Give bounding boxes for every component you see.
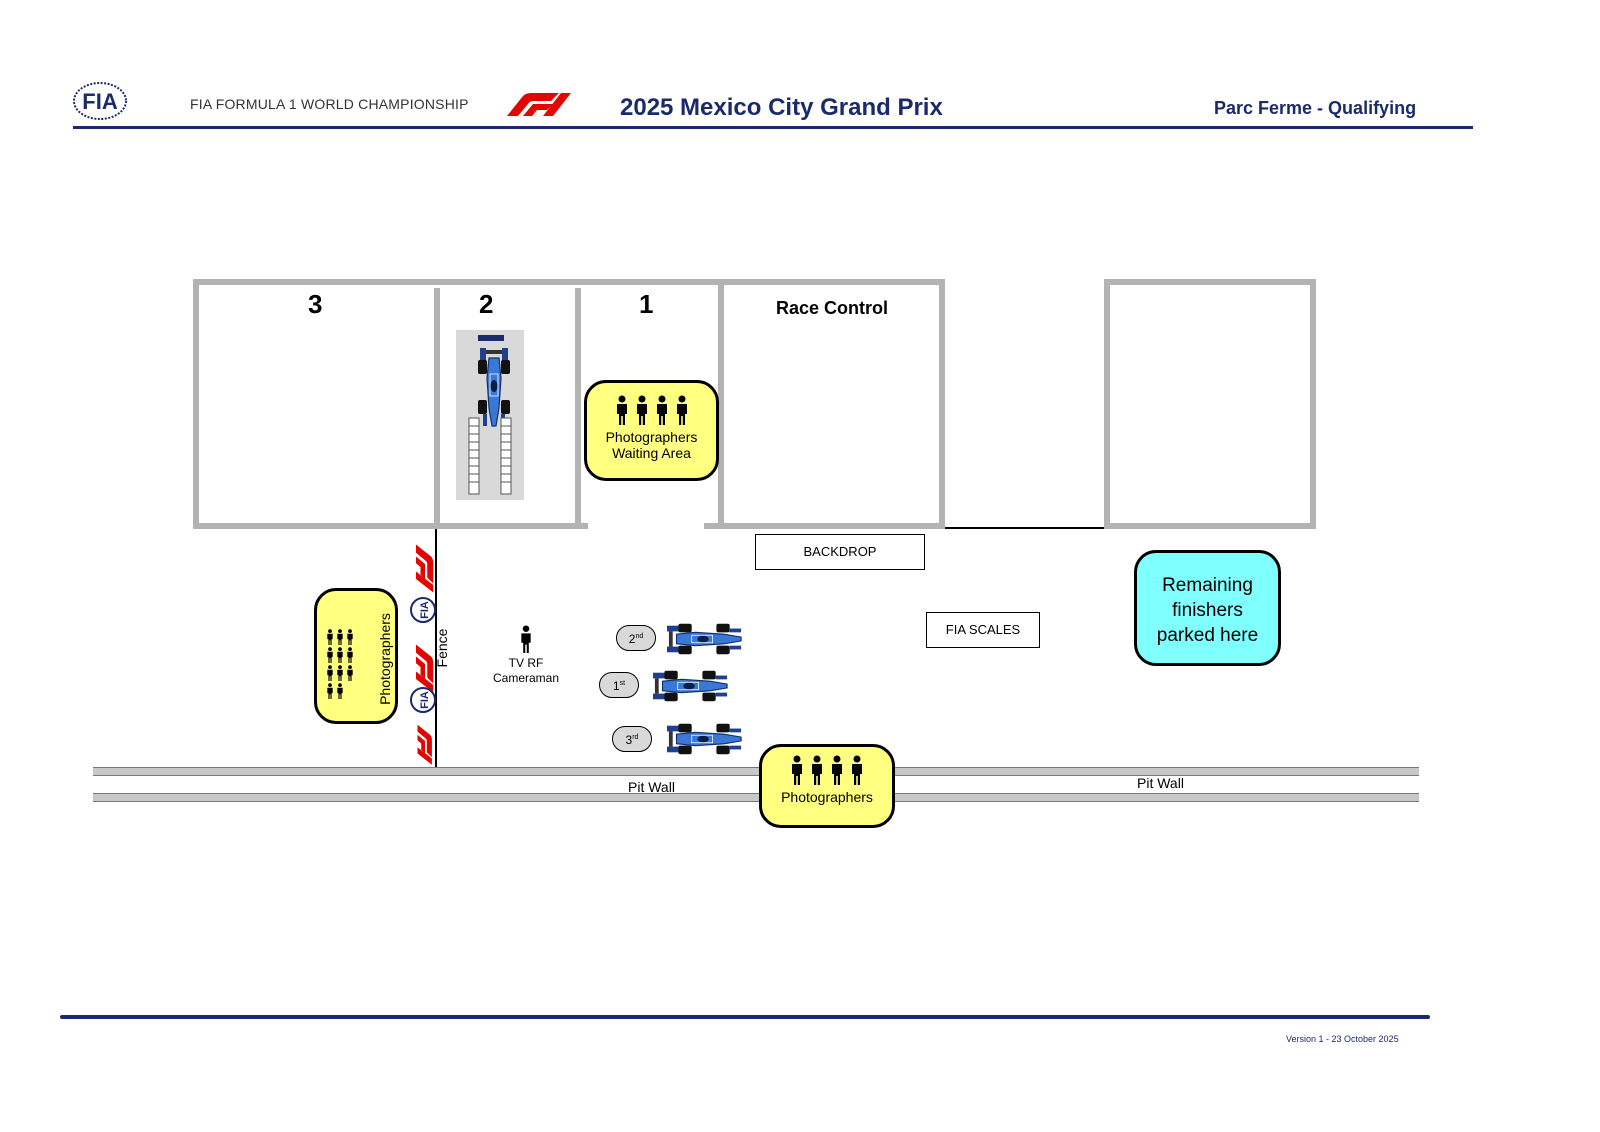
tv-line1: TV RF bbox=[508, 656, 544, 670]
tv-cameraman-label: TV RF Cameraman bbox=[486, 656, 566, 686]
header-rule bbox=[73, 126, 1473, 129]
pit-wall-left-label: Pit Wall bbox=[628, 779, 675, 795]
fia-logo-icon: FIA bbox=[73, 82, 127, 120]
tv-line2: Cameraman bbox=[492, 671, 560, 685]
photographers-left-label: Photographers bbox=[377, 613, 393, 705]
championship-label: FIA FORMULA 1 WORLD CHAMPIONSHIP bbox=[190, 96, 469, 112]
photographers-bottom-label: Photographers bbox=[781, 789, 873, 805]
connecting-line bbox=[945, 527, 1104, 529]
svg-text:FIA: FIA bbox=[82, 89, 118, 114]
person-column-icon bbox=[326, 629, 356, 704]
person-group-icon bbox=[762, 755, 892, 785]
garage-divider-1-rc bbox=[718, 285, 724, 526]
pit-wall-lower bbox=[93, 793, 1419, 802]
race-control-label: Race Control bbox=[776, 298, 889, 318]
scales-platform-icon bbox=[456, 330, 524, 500]
garage-divider-3-2 bbox=[434, 288, 440, 526]
remaining-line2: finishers bbox=[1172, 600, 1243, 621]
event-title: 2025 Mexico City Grand Prix bbox=[620, 94, 943, 121]
remaining-line1: Remaining bbox=[1162, 575, 1253, 596]
svg-text:FIA: FIA bbox=[419, 601, 431, 619]
garage-right bbox=[1104, 279, 1316, 529]
pit-wall-right-label: Pit Wall bbox=[1137, 775, 1184, 791]
race-car-icon bbox=[653, 669, 729, 708]
document-title: Parc Ferme - Qualifying bbox=[1214, 98, 1417, 118]
footer-rule bbox=[60, 1015, 1430, 1019]
position-2-marker: 2nd bbox=[616, 625, 656, 651]
garage-2-label: 2 bbox=[479, 289, 494, 319]
person-group-icon bbox=[587, 395, 716, 425]
pit-wall-upper bbox=[93, 767, 1419, 776]
race-car-icon bbox=[667, 622, 743, 661]
fence-label: Fence bbox=[434, 628, 450, 668]
garage-bottom-wall-left bbox=[193, 523, 588, 529]
fence-banner: FIA FIA bbox=[410, 534, 436, 766]
photographers-left-area: Photographers bbox=[314, 588, 398, 724]
garage-1-label: 1 bbox=[639, 289, 654, 319]
garage-divider-2-1 bbox=[575, 288, 581, 526]
photographers-bottom-area: Photographers bbox=[759, 744, 895, 828]
fence-line bbox=[435, 529, 437, 774]
position-1-marker: 1st bbox=[599, 672, 639, 698]
version-label: Version 1 - 23 October 2025 bbox=[1286, 1034, 1399, 1044]
person-icon bbox=[520, 625, 532, 658]
garage-bottom-wall-right bbox=[704, 523, 945, 529]
photographers-waiting-area: Photographers Waiting Area bbox=[584, 380, 719, 481]
remaining-line3: parked here bbox=[1156, 625, 1259, 646]
remaining-finishers-area: Remaining finishers parked here bbox=[1134, 550, 1281, 666]
waiting-area-line2: Waiting Area bbox=[612, 445, 691, 461]
f1-logo-icon bbox=[493, 92, 575, 118]
backdrop-box: BACKDROP bbox=[755, 534, 925, 570]
fia-scales-box: FIA SCALES bbox=[926, 612, 1040, 648]
garage-block bbox=[193, 279, 945, 529]
race-car-icon bbox=[667, 722, 743, 761]
svg-text:FIA: FIA bbox=[419, 691, 431, 709]
garage-3-label: 3 bbox=[308, 289, 323, 319]
position-3-marker: 3rd bbox=[612, 726, 652, 752]
waiting-area-line1: Photographers bbox=[605, 429, 698, 445]
